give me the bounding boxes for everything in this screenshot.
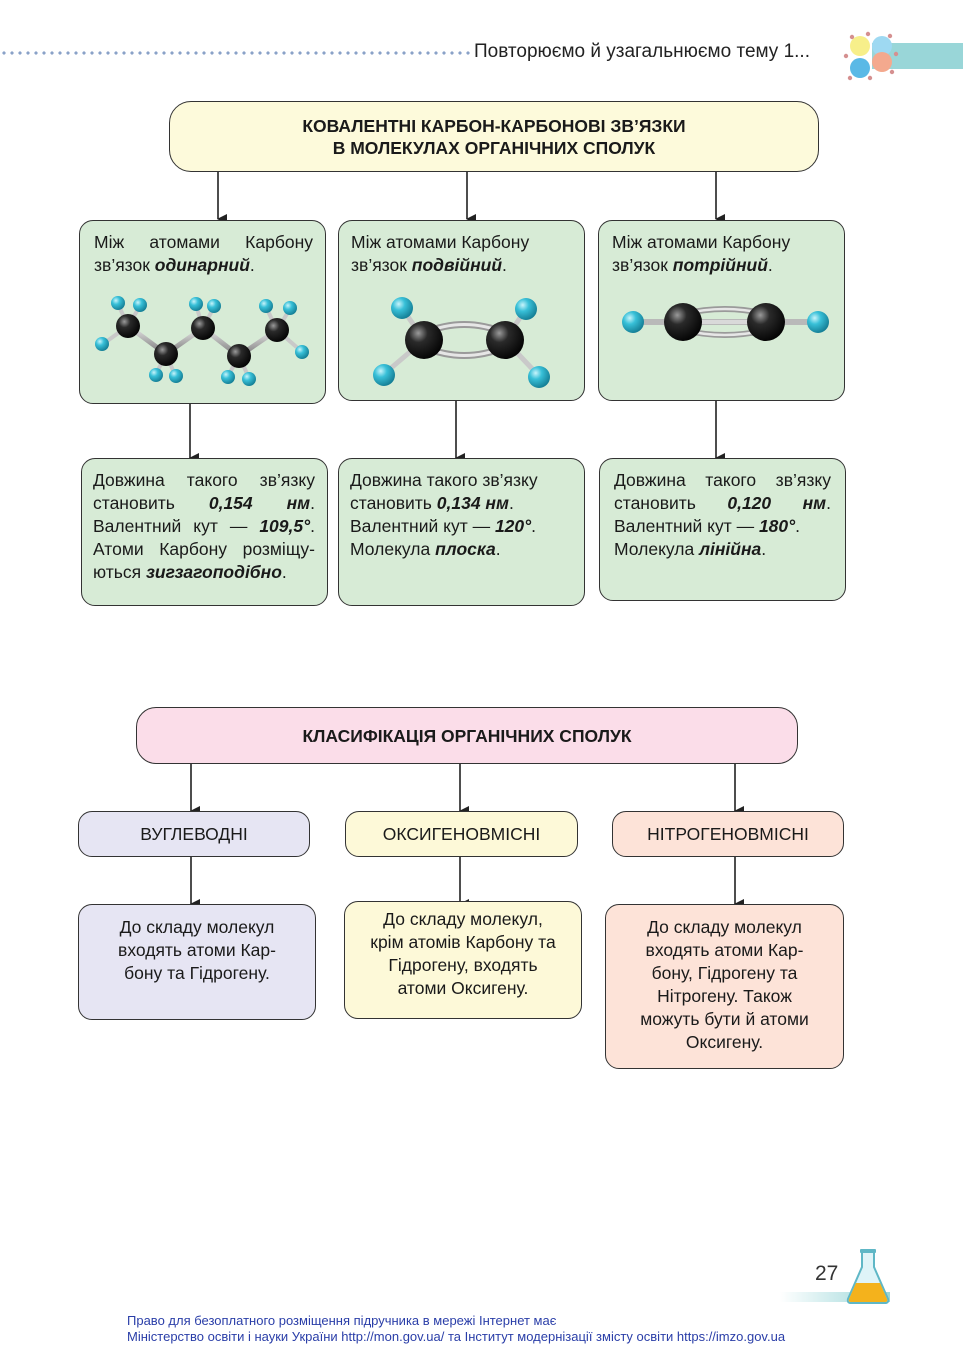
triple-bond-caption: Між атомами Карбону зв’язок потрійний. [612,232,791,275]
hydrocarbons-description: До складу молекул входять атоми Кар- бон… [78,904,316,1020]
double-bond-angle: 120° [494,516,532,536]
double-bond-type: подвійний [411,255,503,275]
category-nitrogen-containing: НІТРОГЕНОВМІСНІ [612,811,844,857]
page-number: 27 [815,1262,839,1285]
footer-line-2: Міністерство освіти і науки України http… [127,1329,786,1344]
single-bond-length: 0,154 нм [208,493,311,513]
single-bond-caption: Між атомами Карбону зв’язок одинарний. [94,232,313,275]
oxygen-containing-description: До складу молекул, крім атомів Карбону т… [344,901,582,1019]
single-bond-angle: 109,5° [259,516,311,536]
hexagon-logo-icon [843,31,899,81]
bonds-section-title: КОВАЛЕНТНІ КАРБОН-КАРБОНОВІ ЗВ’ЯЗКИ В МО… [169,101,819,172]
bonds-title-line-2: В МОЛЕКУЛАХ ОРГАНІЧНИХ СПОЛУК [332,137,656,158]
ethane-like-molecule-icon [95,296,309,386]
flask-icon [846,1249,890,1304]
triple-bond-card: Між атомами Карбону зв’язок потрійний. [598,220,845,401]
header-dotted-rule [0,50,470,56]
category-hydrocarbons: ВУГЛЕВОДНІ [78,811,310,857]
single-bond-card: Між атомами Карбону зв’язок одинарний. [79,220,326,404]
triple-bond-shape: лінійна [699,539,762,559]
running-head: Повторюємо й узагальнюємо тему 1... [474,41,810,62]
nitrogen-containing-description: До складу молекул входять атоми Кар- бон… [605,904,844,1069]
triple-bond-length: 0,120 нм [727,493,827,513]
double-bond-caption: Між атомами Карбону зв’язок подвійний. [351,232,530,275]
double-bond-card: Між атомами Карбону зв’язок подвійний. [338,220,585,401]
classification-section-title: КЛАСИФІКАЦІЯ ОРГАНІЧНИХ СПОЛУК [136,707,798,764]
double-bond-length: 0,134 нм [436,493,509,513]
single-bond-shape: зигзагоподібно [145,562,282,582]
category-oxygen-containing: ОКСИГЕНОВМІСНІ [345,811,578,857]
bonds-title-line-1: КОВАЛЕНТНІ КАРБОН-КАРБОНОВІ ЗВ’ЯЗКИ [302,115,686,136]
single-bond-type: одинарний [154,255,250,275]
triple-bond-angle: 180° [758,516,796,536]
ethene-molecule-icon [373,297,550,388]
double-bond-details: Довжина такого зв’язку становить 0,134 н… [338,458,585,606]
page-number-accent [780,1292,890,1302]
footer-line-1: Право для безоплатного розміщення підруч… [127,1313,557,1328]
triple-bond-details: Довжина такого зв’язку становить 0,120 н… [599,458,846,601]
single-bond-details: Довжина такого зв’язку становить 0,154 н… [81,458,328,606]
double-bond-shape: плоска [435,539,496,559]
ethyne-molecule-icon [622,303,829,341]
triple-bond-type: потрійний [672,255,768,275]
